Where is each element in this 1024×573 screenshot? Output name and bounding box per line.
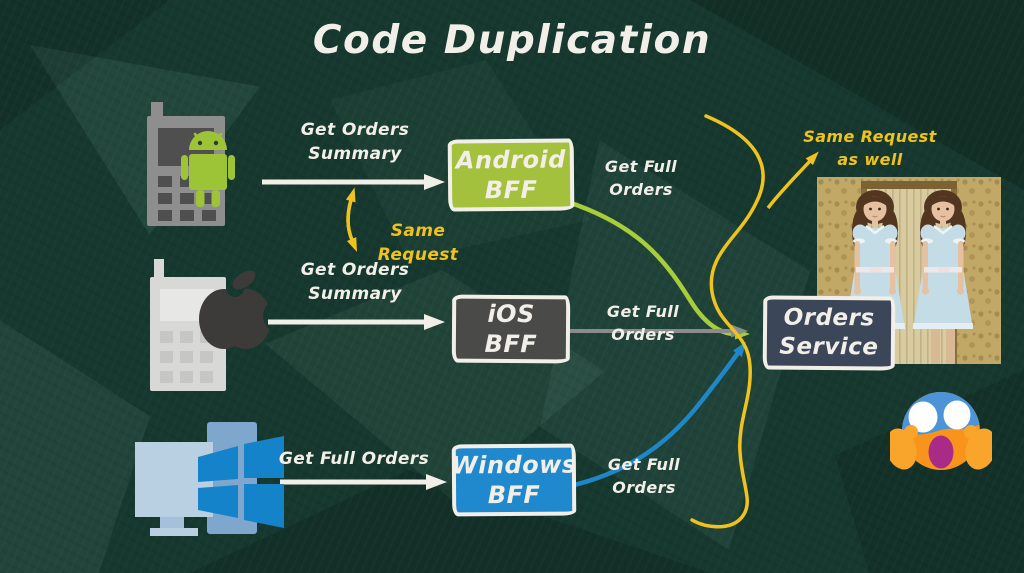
ios-phone-icon <box>150 259 283 391</box>
android-bff-node: Android BFF <box>447 138 575 212</box>
ios-downstream-label: Get Full Orders <box>606 302 680 344</box>
windows-pc-icon <box>135 422 284 536</box>
emoji-hands <box>890 425 992 470</box>
arrow-same-request-up <box>345 187 356 241</box>
apple-logo-icon <box>188 259 283 379</box>
same-request-annotation: Same Request <box>377 221 459 266</box>
same-request-squiggle <box>690 114 765 529</box>
ios-bff-node: iOS BFF <box>451 294 571 364</box>
android-robot-icon <box>181 131 235 207</box>
windows-downstream-label: Get Full Orders <box>607 455 681 497</box>
android-downstream-label: Get Full Orders <box>604 157 678 199</box>
ios-request-label: Get Orders Summary <box>300 260 410 305</box>
arrow-same-request-down <box>346 199 357 253</box>
android-request-label: Get Orders Summary <box>300 120 410 165</box>
windows-bff-node: Windows BFF <box>451 443 577 517</box>
windows-request-label: Get Full Orders <box>278 449 430 469</box>
page-title: Code Duplication <box>312 18 712 63</box>
same-request-as-well-annotation: Same Request as well <box>803 127 937 169</box>
screaming-face-emoji-icon <box>890 392 992 470</box>
android-phone-icon <box>147 102 235 226</box>
windows-logo-icon <box>198 436 284 528</box>
orders-service-node: Orders Service <box>762 295 896 371</box>
